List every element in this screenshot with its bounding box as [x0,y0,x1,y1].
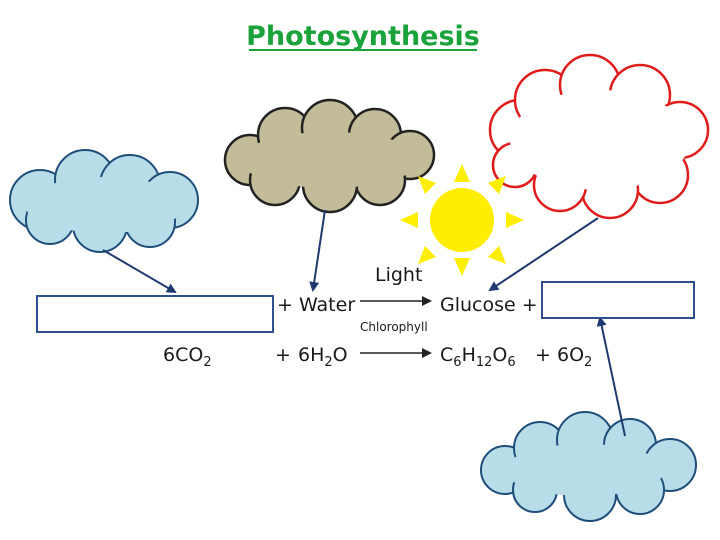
arrow-bottom-cloud [596,316,626,437]
word-plus-water: + Water [277,294,355,316]
page-title: Photosynthesis [246,21,480,52]
formula-glucose: C6H12O6 [440,344,516,370]
answer-box-right[interactable] [541,281,695,319]
word-glucose-plus: Glucose + [440,294,538,316]
formula-plus-2: + [535,344,551,366]
word-light: Light [375,264,422,286]
cloud-icon-middle[interactable] [223,98,436,214]
answer-box-left[interactable] [36,295,274,333]
formula-o2: 6O2 [557,344,592,370]
formula-h2o: 6H2O [298,344,348,370]
arrow-middle-cloud [309,209,326,292]
sun-icon [400,164,524,276]
arrow-right-cloud [488,217,599,292]
cloud-icon-left[interactable] [9,149,199,253]
word-chlorophyll: Chlorophyll [360,320,428,334]
formula-plus-1: + [275,344,291,366]
arrow-left-cloud [102,249,177,294]
cloud-icon-right[interactable] [488,53,710,220]
cloud-icon-bottom[interactable] [480,411,697,522]
formula-co2: 6CO2 [163,344,212,370]
